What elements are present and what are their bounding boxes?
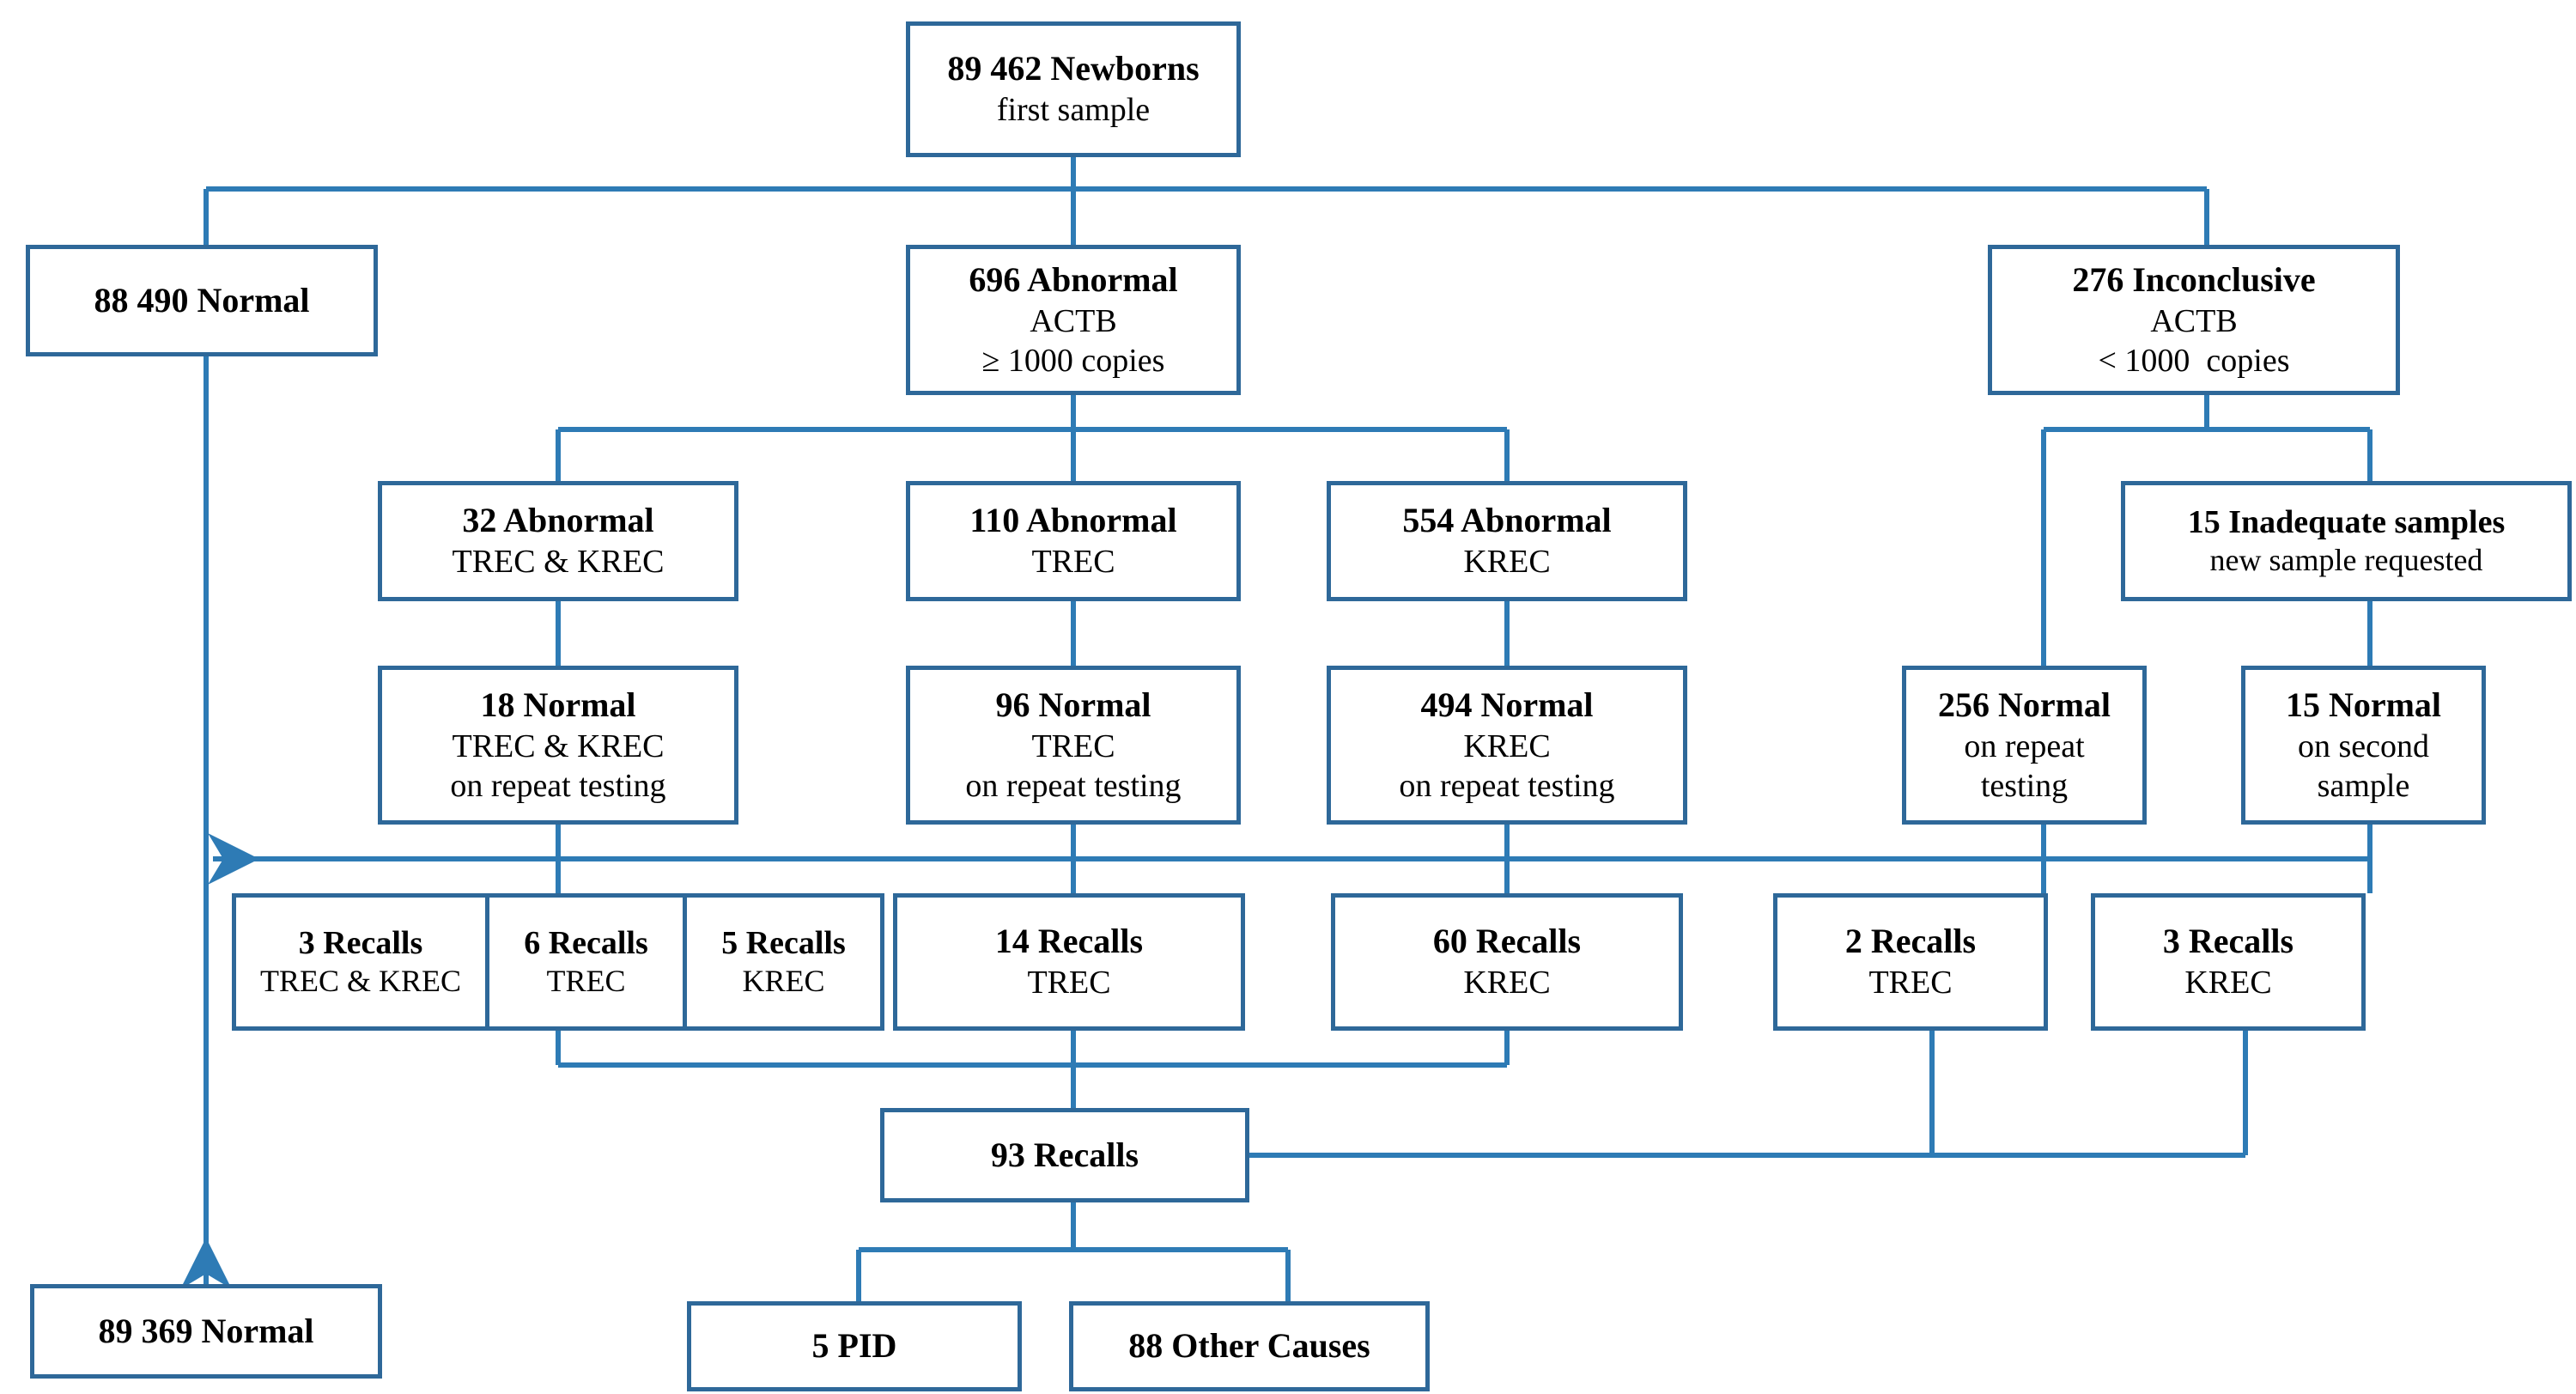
- node-norm-trec-krec-line-0: 18 Normal: [480, 685, 636, 724]
- node-recalls-93[interactable]: 93 Recalls: [880, 1108, 1249, 1202]
- node-rec-6-trec-line-1: TREC: [546, 964, 626, 999]
- node-norm-krec-line-1: KREC: [1463, 727, 1551, 764]
- node-abn-krec-line-1: KREC: [1463, 544, 1551, 581]
- node-rec-5-krec-line-0: 5 Recalls: [721, 924, 846, 961]
- node-normal-88490-line-0: 88 490 Normal: [94, 280, 310, 320]
- node-other-88-line-0: 88 Other Causes: [1128, 1326, 1370, 1366]
- node-inconclusive-line-1: ACTB: [2150, 302, 2238, 339]
- node-rec-60-krec[interactable]: 60 Recalls KREC: [1331, 893, 1683, 1031]
- node-norm-second-15-line-1: on second: [2297, 727, 2430, 764]
- node-normal-89369-line-0: 89 369 Normal: [98, 1311, 314, 1350]
- node-norm-krec-line-0: 494 Normal: [1420, 685, 1594, 724]
- node-abn-trec[interactable]: 110 Abnormal TREC: [906, 481, 1241, 601]
- node-abn-trec-krec-line-1: TREC & KREC: [452, 544, 665, 581]
- node-norm-repeat-256-line-1: on repeat: [1964, 727, 2085, 764]
- node-norm-second-15[interactable]: 15 Normal on second sample: [2241, 666, 2486, 825]
- node-rec-3-krec-line-1: KREC: [2184, 965, 2272, 1001]
- node-rec-5-krec-line-1: KREC: [742, 964, 825, 999]
- node-rec-3-trec-krec-line-1: TREC & KREC: [259, 964, 462, 999]
- node-rec-14-trec[interactable]: 14 Recalls TREC: [893, 893, 1245, 1031]
- node-newborns-line-1: first sample: [996, 92, 1151, 129]
- node-inadequate[interactable]: 15 Inadequate samples new sample request…: [2121, 481, 2572, 601]
- node-norm-trec[interactable]: 96 Normal TREC on repeat testing: [906, 666, 1241, 825]
- node-rec-3-krec-line-0: 3 Recalls: [2162, 922, 2294, 961]
- node-other-88[interactable]: 88 Other Causes: [1069, 1301, 1430, 1391]
- node-norm-trec-line-2: on repeat testing: [965, 767, 1182, 804]
- node-norm-second-15-line-0: 15 Normal: [2285, 685, 2442, 724]
- node-rec-14-trec-line-1: TREC: [1027, 965, 1111, 1001]
- node-inconclusive-line-0: 276 Inconclusive: [2072, 259, 2316, 299]
- node-norm-krec[interactable]: 494 Normal KREC on repeat testing: [1327, 666, 1687, 825]
- node-norm-second-15-line-2: sample: [2317, 767, 2410, 804]
- node-rec-6-trec[interactable]: 6 Recalls TREC: [489, 893, 687, 1031]
- node-norm-krec-line-2: on repeat testing: [1399, 767, 1615, 804]
- node-pid-5[interactable]: 5 PID: [687, 1301, 1022, 1391]
- node-norm-trec-line-1: TREC: [1031, 727, 1115, 764]
- node-rec-6-trec-line-0: 6 Recalls: [524, 924, 648, 961]
- node-rec-5-krec[interactable]: 5 Recalls KREC: [687, 893, 884, 1031]
- node-newborns-line-0: 89 462 Newborns: [947, 49, 1200, 88]
- node-norm-trec-krec-line-1: TREC & KREC: [452, 727, 665, 764]
- node-rec-60-krec-line-0: 60 Recalls: [1432, 922, 1582, 961]
- node-abnormal-actb-line-2: ≥ 1000 copies: [981, 342, 1165, 379]
- node-inadequate-line-0: 15 Inadequate samples: [2187, 503, 2506, 540]
- node-normal-89369[interactable]: 89 369 Normal: [30, 1284, 382, 1379]
- node-abnormal-actb-line-1: ACTB: [1030, 302, 1117, 339]
- node-abn-trec-line-1: TREC: [1031, 544, 1115, 581]
- node-norm-trec-krec-line-2: on repeat testing: [450, 767, 666, 804]
- node-abnormal-actb-line-0: 696 Abnormal: [969, 259, 1178, 299]
- node-inadequate-line-1: new sample requested: [2209, 543, 2483, 578]
- node-norm-repeat-256-line-0: 256 Normal: [1937, 685, 2111, 724]
- node-inconclusive-line-2: < 1000 copies: [2098, 342, 2290, 379]
- node-norm-repeat-256[interactable]: 256 Normal on repeat testing: [1902, 666, 2147, 825]
- node-abn-trec-line-0: 110 Abnormal: [969, 501, 1177, 540]
- node-abn-trec-krec[interactable]: 32 Abnormal TREC & KREC: [378, 481, 738, 601]
- node-abn-trec-krec-line-0: 32 Abnormal: [462, 501, 654, 540]
- node-rec-3-trec-krec[interactable]: 3 Recalls TREC & KREC: [232, 893, 489, 1031]
- node-abnormal-actb[interactable]: 696 Abnormal ACTB ≥ 1000 copies: [906, 245, 1241, 395]
- node-rec-2-trec-line-0: 2 Recalls: [1844, 922, 1977, 961]
- node-abn-krec-line-0: 554 Abnormal: [1402, 501, 1612, 540]
- node-norm-trec-krec[interactable]: 18 Normal TREC & KREC on repeat testing: [378, 666, 738, 825]
- node-newborns[interactable]: 89 462 Newborns first sample: [906, 21, 1241, 157]
- node-rec-2-trec[interactable]: 2 Recalls TREC: [1773, 893, 2048, 1031]
- node-norm-trec-line-0: 96 Normal: [995, 685, 1151, 724]
- node-pid-5-line-0: 5 PID: [811, 1326, 897, 1366]
- node-rec-2-trec-line-1: TREC: [1868, 965, 1953, 1001]
- node-rec-3-trec-krec-line-0: 3 Recalls: [298, 924, 423, 961]
- node-normal-88490[interactable]: 88 490 Normal: [26, 245, 378, 356]
- node-norm-repeat-256-line-2: testing: [1980, 767, 2069, 804]
- node-rec-14-trec-line-0: 14 Recalls: [994, 922, 1144, 961]
- node-rec-60-krec-line-1: KREC: [1463, 965, 1551, 1001]
- node-recalls-93-line-0: 93 Recalls: [990, 1135, 1139, 1174]
- node-inconclusive[interactable]: 276 Inconclusive ACTB < 1000 copies: [1988, 245, 2400, 395]
- node-rec-3-krec[interactable]: 3 Recalls KREC: [2091, 893, 2366, 1031]
- node-abn-krec[interactable]: 554 Abnormal KREC: [1327, 481, 1687, 601]
